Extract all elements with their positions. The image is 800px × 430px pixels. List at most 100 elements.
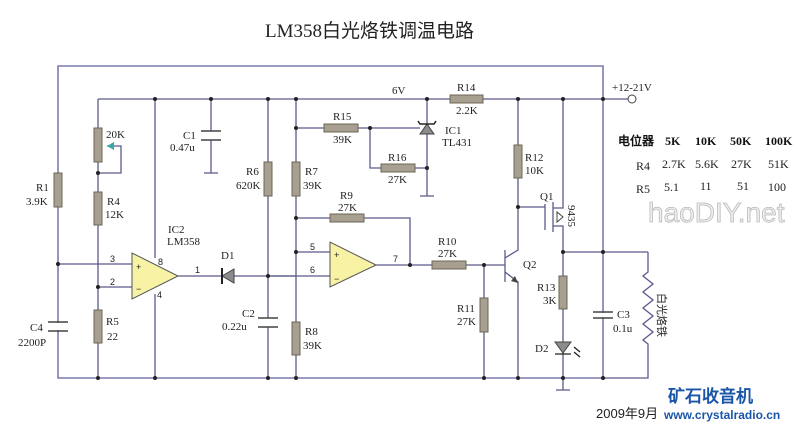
c3-label: C3 bbox=[617, 309, 630, 321]
pot-value: 20K bbox=[106, 129, 125, 141]
r7-label: R7 bbox=[305, 166, 318, 178]
r12-value: 10K bbox=[525, 165, 544, 177]
r11-label: R11 bbox=[457, 303, 475, 315]
c1-wire bbox=[204, 99, 218, 174]
opamp2-wires bbox=[268, 217, 505, 378]
opamp-ic2b bbox=[329, 241, 378, 288]
q1-value: 9435 bbox=[565, 205, 577, 228]
pin-1: 1 bbox=[195, 265, 200, 275]
r15-label: R15 bbox=[333, 111, 352, 123]
capacitor-c3 bbox=[593, 311, 613, 319]
resistor-r4 bbox=[93, 191, 103, 226]
c2-label: C2 bbox=[242, 308, 255, 320]
c4-gap bbox=[54, 323, 62, 330]
r10-label: R10 bbox=[438, 236, 457, 248]
q2-label: Q2 bbox=[523, 259, 536, 271]
pin-3: 3 bbox=[110, 254, 115, 264]
opamp-ic2 bbox=[131, 252, 180, 300]
supply-label: +12-21V bbox=[612, 82, 652, 94]
site-logo: 矿石收音机 bbox=[668, 386, 753, 407]
r9-value: 27K bbox=[338, 202, 357, 214]
date-label: 2009年9月 bbox=[596, 406, 658, 421]
q1-mosfet bbox=[518, 99, 564, 276]
junction-dots bbox=[56, 97, 605, 380]
table-header: 100K bbox=[765, 134, 793, 148]
node-6v-label: 6V bbox=[392, 85, 406, 97]
pin-6: 6 bbox=[310, 265, 315, 275]
c4-value: 2200P bbox=[18, 337, 46, 349]
diode-d1 bbox=[221, 268, 235, 284]
q2-emitter-arrow-icon bbox=[511, 276, 518, 283]
r1-label: R1 bbox=[36, 182, 49, 194]
r14-value: 2.2K bbox=[456, 105, 478, 117]
table-cell: 2.7K bbox=[662, 157, 686, 171]
pin-2: 2 bbox=[110, 277, 115, 287]
r13-label: R13 bbox=[537, 282, 556, 294]
resistor-r16 bbox=[380, 163, 416, 173]
diagram-title: LM358白光烙铁调温电路 bbox=[265, 20, 474, 42]
r15-value: 39K bbox=[333, 134, 352, 146]
table-cell: 5.1 bbox=[664, 180, 679, 194]
ic2-value: LM358 bbox=[167, 236, 201, 248]
q1-body-diode-icon bbox=[556, 210, 564, 224]
table-header: 10K bbox=[695, 134, 717, 148]
ic2-label: IC2 bbox=[168, 224, 185, 236]
table-cell: 5.6K bbox=[695, 157, 719, 171]
table-cell: 51K bbox=[768, 157, 789, 171]
minus-icon: − bbox=[136, 284, 141, 294]
resistor-r14 bbox=[449, 94, 484, 104]
pin-5: 5 bbox=[310, 242, 315, 252]
r16-value: 27K bbox=[388, 174, 407, 186]
r13-value: 3K bbox=[543, 295, 557, 307]
plus-icon: + bbox=[136, 262, 141, 272]
led-d2 bbox=[554, 341, 572, 354]
r14-label: R14 bbox=[457, 82, 476, 94]
table-cell: 27K bbox=[731, 157, 752, 171]
tl431-bar bbox=[417, 120, 437, 125]
c1-value: 0.47u bbox=[170, 142, 195, 154]
c2-value: 0.22u bbox=[222, 321, 247, 333]
resistor-r11 bbox=[479, 297, 489, 333]
supply-terminal bbox=[627, 94, 637, 104]
q1-label: Q1 bbox=[540, 191, 553, 203]
r12-label: R12 bbox=[525, 152, 543, 164]
r5-label: R5 bbox=[106, 316, 119, 328]
table-cell: 51 bbox=[737, 179, 749, 193]
r6-label: R6 bbox=[246, 166, 259, 178]
r8-value: 39K bbox=[303, 340, 322, 352]
table-header: 50K bbox=[730, 134, 752, 148]
capacitor-c2 bbox=[258, 317, 278, 328]
table-cell: R5 bbox=[636, 182, 650, 196]
divider-wire bbox=[97, 99, 122, 378]
capacitor-c1 bbox=[201, 130, 221, 141]
r4-value: 12K bbox=[105, 209, 124, 221]
ic1-label: IC1 bbox=[445, 125, 462, 137]
resistor-r13 bbox=[558, 275, 568, 310]
pot-wiper-arrow-icon bbox=[107, 142, 114, 150]
c3-value: 0.1u bbox=[613, 323, 633, 335]
c3-gap bbox=[599, 313, 607, 317]
table-header: 5K bbox=[665, 134, 681, 148]
r11-value: 27K bbox=[457, 316, 476, 328]
zener-tl431-icon bbox=[419, 123, 435, 135]
site-url[interactable]: www.crystalradio.cn bbox=[663, 408, 780, 422]
opamp1-input-wires bbox=[58, 263, 132, 288]
potentiometer-20k bbox=[93, 127, 103, 163]
c4-label: C4 bbox=[30, 322, 43, 334]
pin-8: 8 bbox=[158, 257, 163, 267]
led-light-icon bbox=[555, 346, 581, 358]
resistor-r15 bbox=[323, 123, 359, 133]
resistor-r7 bbox=[291, 161, 301, 197]
pot-value-table: 电位器 5K 10K 50K 100K R4 2.7K 5.6K 27K 51K… bbox=[618, 133, 793, 196]
resistor-r8 bbox=[291, 321, 301, 356]
heater-label: 白光烙铁 bbox=[655, 293, 669, 337]
r5-value: 22 bbox=[107, 331, 118, 343]
pin-7: 7 bbox=[393, 254, 398, 264]
d1-label: D1 bbox=[221, 250, 234, 262]
table-cell: 100 bbox=[768, 180, 786, 194]
table-header: 电位器 bbox=[618, 133, 655, 148]
c1-label: C1 bbox=[183, 130, 196, 142]
r4-label: R4 bbox=[107, 196, 120, 208]
resistor-r6 bbox=[263, 161, 273, 197]
